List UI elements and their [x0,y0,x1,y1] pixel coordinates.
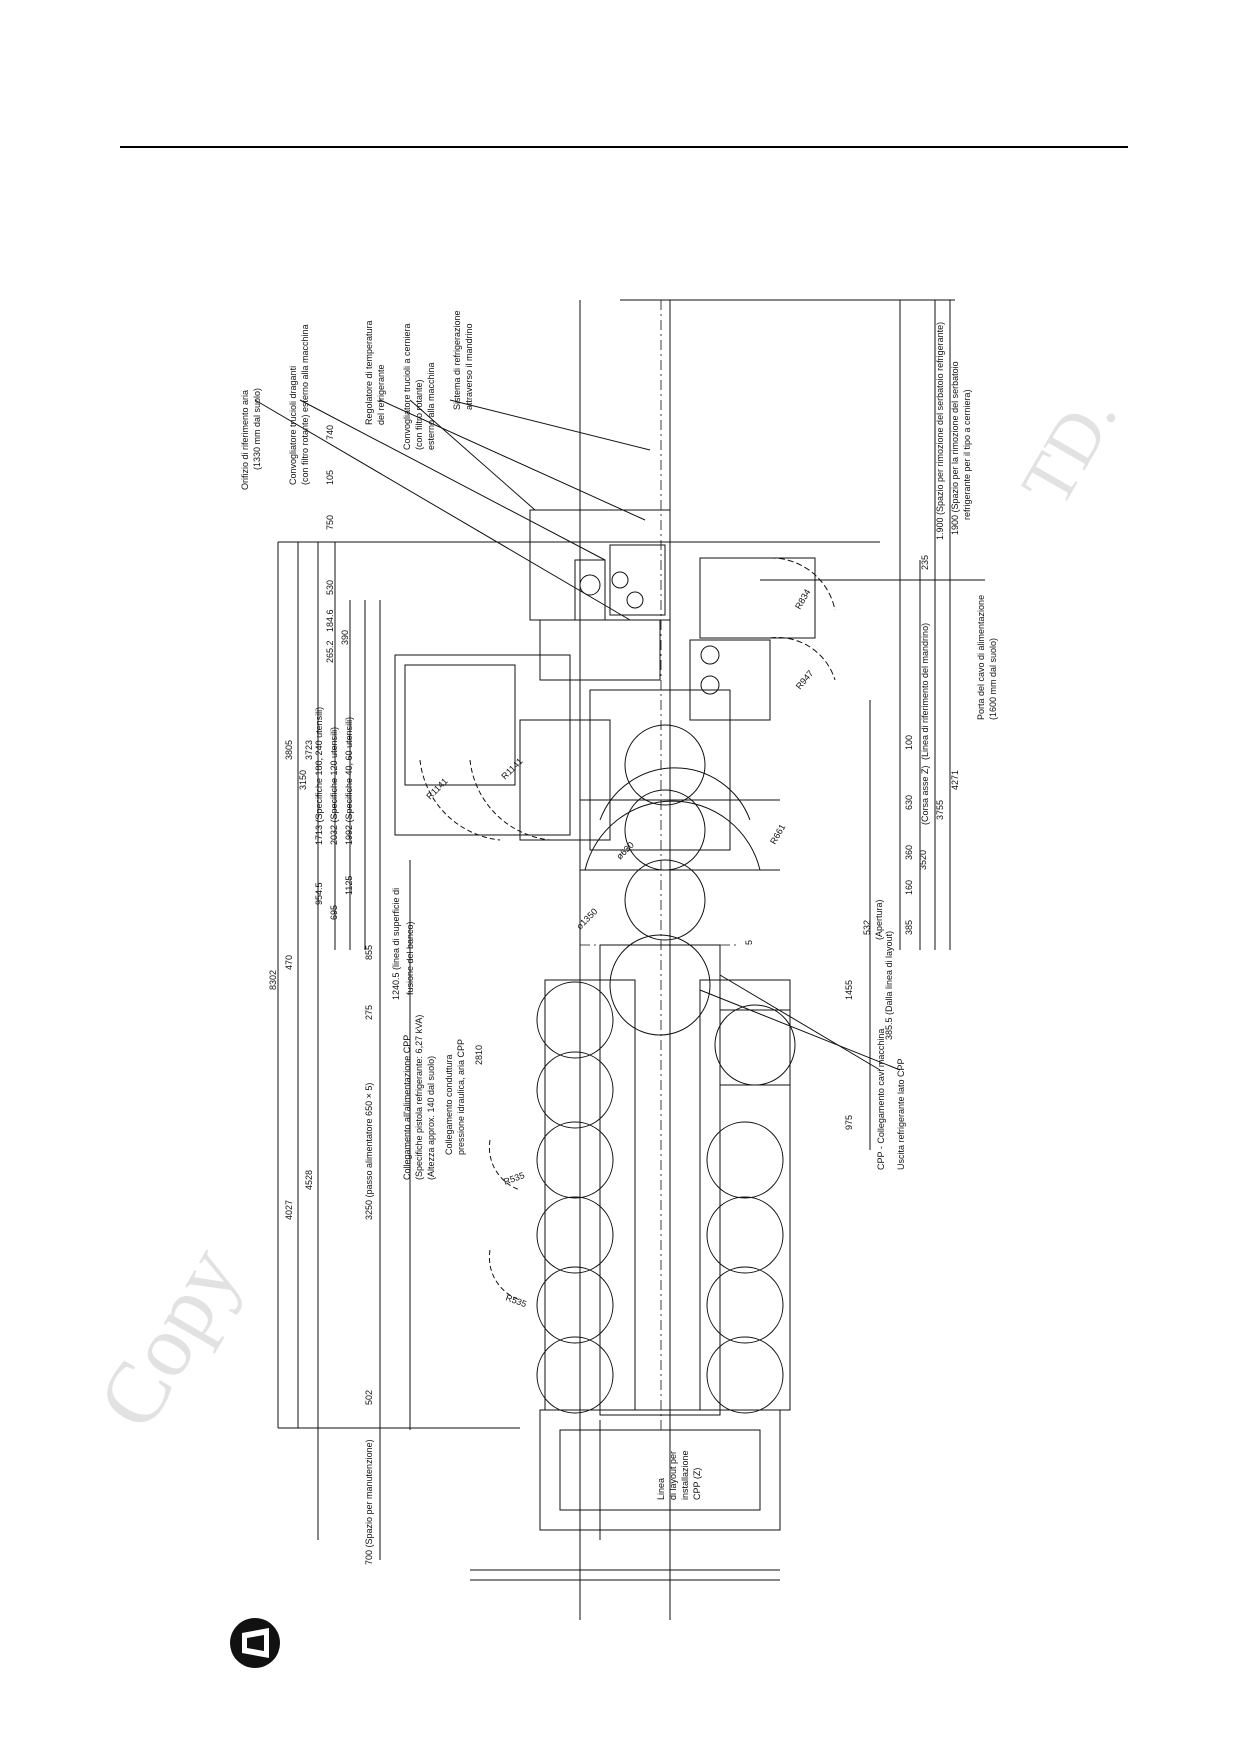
dim-3250: 3250 (passo alimentatore 650 × 5) [364,1083,374,1220]
callout-regolatore-2: del refrigerante [376,364,386,425]
radius-r834: R834 [793,587,812,611]
dim-530: 530 [325,580,335,595]
dim-470: 470 [284,955,294,970]
dim-975: 975 [844,1115,854,1130]
dim-184-6: 184.6 [325,609,335,632]
callout-linea-cpp-3: installazione [680,1450,690,1500]
callout-cpp-alim-3: (Altezza approx. 140 dal suolo) [426,1056,436,1180]
dim-160: 160 [904,880,914,895]
dim-105: 105 [325,470,335,485]
dim-1240-5b: fusione del banco) [405,921,415,995]
radius-r535-b: R535 [504,1292,528,1309]
dim-apertura: (Apertura) [874,899,884,940]
dim-695: 695 [329,905,339,920]
callout-linea-cpp-1: Linea [656,1478,666,1500]
dim-1900a: 1.900 (Spazio per rimozione del serbatoi… [935,322,945,540]
dim-1900b: 1900 (Spazio per la rimozione del serbat… [950,361,960,535]
dim-502: 502 [364,1390,374,1405]
dim-2032: 2032 (Specifiche 120 utensili) [329,727,339,845]
dim-360: 360 [904,845,914,860]
dim-1240-5: 1240.5 (linea di superficie di [391,888,401,1000]
callout-uscita: Uscita refrigerante lato CPP [896,1058,906,1170]
callout-orifizio-1: Orifizio di riferimento aria [240,390,250,490]
dim-4528: 4528 [304,1170,314,1190]
dim-4271: 4271 [950,770,960,790]
radius-o1350: ø1350 [574,906,599,931]
dim-3755: 3755 [935,800,945,820]
callout-cerniera-2: (con filtro rotante) [414,379,424,450]
callout-cpp-cond-1: Collegamento conduttura [444,1054,454,1155]
radius-r1141-a: R1141 [424,776,449,801]
radius-r535-a: R535 [502,1170,526,1187]
dim-3805: 3805 [284,740,294,760]
dim-390: 390 [340,630,350,645]
radius-o630: ø630 [614,840,636,862]
dim-750: 750 [325,515,335,530]
radius-r1141-b: R1141 [499,756,524,781]
radius-r661: R661 [768,822,787,846]
callout-orifizio-2: (1330 mm dal suolo) [252,388,262,470]
callout-linea-cpp-4: CPP (Z) [692,1468,702,1500]
callout-porta-1: Porta del cavo di alimentazione [976,595,986,720]
dim-3520: 3520 [918,850,928,870]
dim-3150: 3150 [298,770,308,790]
callout-sistema-1: Sistema di refrigerazione [452,310,462,410]
dim-1713: 1713 (Specifiche 180, 240 utensili) [314,707,324,845]
radius-r947: R947 [794,668,815,691]
dim-4027: 4027 [284,1200,294,1220]
dim-3723: 3723 [304,740,314,760]
header-rule [120,146,1128,148]
dim-8302: 8302 [268,970,278,990]
dim-corsa: (Corsa asse Z) [920,765,930,825]
dim-1125: 1125 [344,876,354,895]
dim-1900c: refrigerante per il tipo a cerniera) [962,389,972,520]
callout-cpp-cavi: CPP - Collegamento cavi macchina [876,1029,886,1170]
callout-cpp-alim-1: Collegamento all'alimentazione CPP [402,1035,412,1180]
callout-porta-2: (1600 mm dal suolo) [988,638,998,720]
callout-cpp-cond-2: pressione idraulica, aria CPP [456,1039,466,1155]
dim-532: 532 [862,920,872,935]
dim-100: 100 [904,735,914,750]
callout-trucioli-drag-2: (con filtro rotante) esterno alla macchi… [300,324,310,485]
dim-265-2: 265.2 [325,640,335,663]
publisher-logo-icon [230,1618,280,1668]
dim-700: 700 (Spazio per manutenzione) [364,1439,374,1565]
dim-954-5: 954.5 [314,882,324,905]
callout-sistema-2: attraverso il mandrino [464,323,474,410]
dim-2810: 2810 [474,1045,484,1065]
callout-cerniera-3: esterno alla macchina [426,362,436,450]
dim-740: 740 [325,425,335,440]
dim-630: 630 [904,795,914,810]
callout-trucioli-drag-1: Convogliatore trucioli draganti [288,366,298,485]
callout-linea-cpp-2: di layout per [668,1451,678,1500]
dim-1455: 1455 [844,980,854,1000]
dim-385: 385 [904,920,914,935]
dim-855: 855 [364,945,374,960]
dim-235: 235 [920,555,930,570]
dim-1992: 1992 (Specifiche 40, 60 utensili) [344,717,354,845]
dim-275: 275 [364,1005,374,1020]
dim-linea-mandrino: (Linea di riferimento del mandrino) [920,623,930,760]
dim-385-5: 385.5 (Dalla linea di layout) [884,931,894,1040]
dim-5: 5 [744,940,754,945]
callout-cerniera-1: Convogliatore trucioli a cerniera [402,323,412,450]
callout-cpp-alim-2: (Specifiche pistola refrigerante: 6,27 k… [414,1015,424,1180]
callout-regolatore-1: Regolatore di temperatura [364,320,374,425]
